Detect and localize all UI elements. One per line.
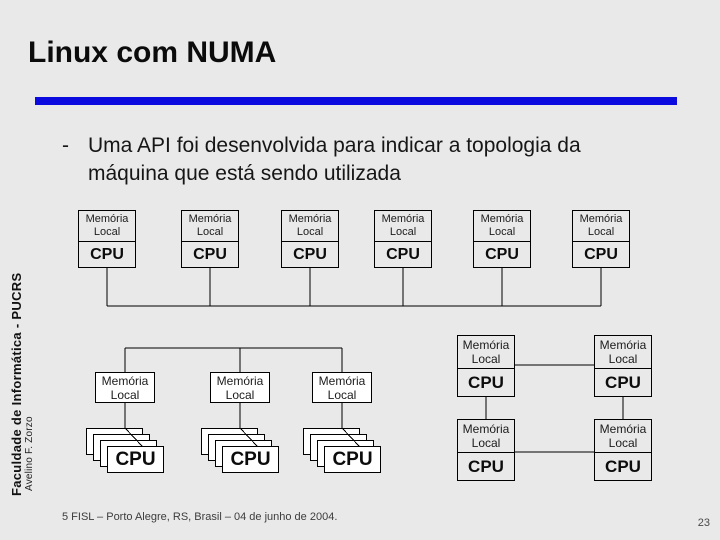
- cpu-label: CPU: [605, 372, 641, 392]
- cpu-stack-front: CPU: [324, 446, 381, 473]
- page-number: 23: [697, 517, 710, 529]
- cpu-label: CPU: [468, 456, 504, 476]
- cpu-label: CPU: [468, 372, 504, 392]
- numa-node-5: Memória Local CPU: [473, 210, 531, 268]
- numa-node-1: Memória Local CPU: [78, 210, 136, 268]
- numa-node-4: Memória Local CPU: [374, 210, 432, 268]
- grid-node-bottom-right: Memória Local CPU: [594, 419, 652, 481]
- title-underline-bar: [35, 97, 677, 105]
- page-title: Linux com NUMA: [28, 36, 277, 69]
- memory-label: Memória Local: [375, 211, 431, 242]
- memory-label: Memória Local: [595, 420, 651, 453]
- memory-label: Memória Local: [458, 420, 514, 453]
- grid-node-bottom-left: Memória Local CPU: [457, 419, 515, 481]
- sidebar-author-text: Avelino F. Zorzo: [24, 416, 35, 491]
- cpu-label: CPU: [386, 245, 420, 263]
- numa-node-3: Memória Local CPU: [281, 210, 339, 268]
- memory-label: Memória Local: [474, 211, 530, 242]
- cpu-label: CPU: [605, 456, 641, 476]
- numa-node-2: Memória Local CPU: [181, 210, 239, 268]
- cpu-stack-front: CPU: [222, 446, 279, 473]
- memory-label: Memória Local: [182, 211, 238, 242]
- bullet-line-2: máquina que está sendo utilizada: [88, 162, 401, 185]
- cpu-label: CPU: [584, 245, 618, 263]
- cpu-stack-front: CPU: [107, 446, 164, 473]
- memory-label: Memória Local: [282, 211, 338, 242]
- grid-node-top-left: Memória Local CPU: [457, 335, 515, 397]
- memory-label: Memória Local: [458, 336, 514, 369]
- cpu-label: CPU: [485, 245, 519, 263]
- sidebar-institution-text: Faculdade de Informática - PUCRS: [9, 272, 24, 496]
- memory-box-2: Memória Local: [210, 372, 270, 403]
- numa-node-6: Memória Local CPU: [572, 210, 630, 268]
- memory-label: Memória Local: [595, 336, 651, 369]
- cpu-label: CPU: [293, 245, 327, 263]
- memory-label: Memória Local: [573, 211, 629, 242]
- cpu-label: CPU: [90, 245, 124, 263]
- bullet-line-1: Uma API foi desenvolvida para indicar a …: [88, 134, 581, 157]
- bullet-marker: -: [62, 134, 69, 157]
- cpu-label: CPU: [193, 245, 227, 263]
- memory-box-3: Memória Local: [312, 372, 372, 403]
- footer-text: 5 FISL – Porto Alegre, RS, Brasil – 04 d…: [62, 511, 338, 523]
- memory-box-1: Memória Local: [95, 372, 155, 403]
- bullet-text: Uma API foi desenvolvida para indicar a …: [88, 132, 648, 188]
- grid-node-top-right: Memória Local CPU: [594, 335, 652, 397]
- memory-label: Memória Local: [79, 211, 135, 242]
